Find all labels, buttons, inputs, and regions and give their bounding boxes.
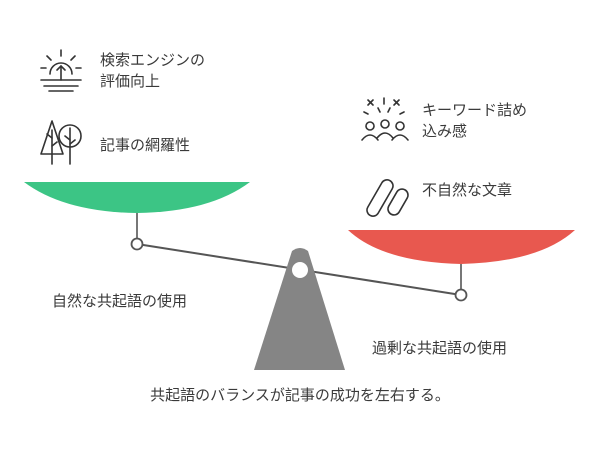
drawback-unnatural-text: 不自然な文章 <box>422 181 513 199</box>
caption: 共起語のバランスが記事の成功を左右する。 <box>150 386 450 404</box>
drawback-keyword-stuffing: キーワード詰め 込み感 <box>422 101 528 140</box>
right-side-label: 過剰な共起語の使用 <box>372 339 508 357</box>
right-pan <box>348 230 575 264</box>
left-side-label: 自然な共起語の使用 <box>52 292 188 310</box>
sunrise-icon <box>40 49 82 92</box>
left-pan <box>24 182 250 213</box>
crowd-confusion-icon <box>361 97 409 141</box>
fulcrum <box>254 248 345 370</box>
left-pivot <box>130 237 144 251</box>
benefit-search-ranking: 検索エンジンの 評価向上 <box>100 51 206 90</box>
benefit-coverage: 記事の網羅性 <box>100 136 191 154</box>
fulcrum-pin <box>292 262 308 278</box>
trees-icon <box>40 120 82 165</box>
broken-pills-icon <box>366 179 409 217</box>
right-pivot <box>454 288 468 302</box>
